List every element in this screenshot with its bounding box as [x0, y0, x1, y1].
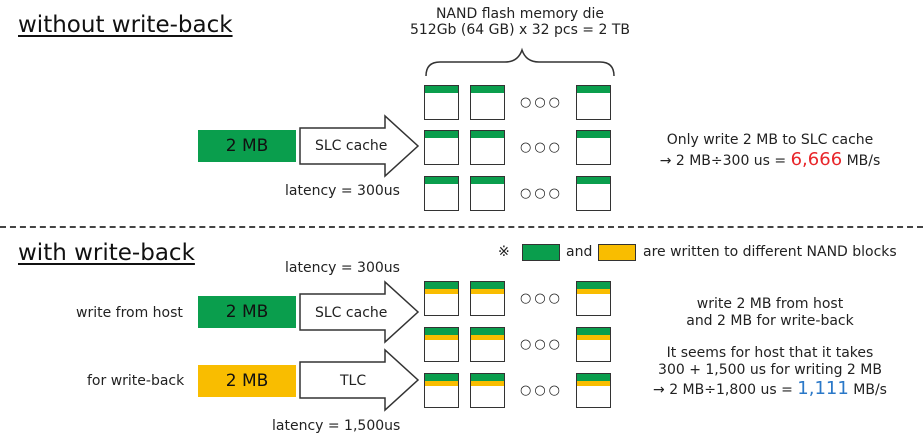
row2-arrow-label: TLC	[340, 373, 367, 389]
nand-block	[470, 373, 505, 408]
nand-block	[470, 85, 505, 120]
green-stripe	[577, 86, 610, 93]
heading-with-write-back: with write-back	[18, 240, 195, 266]
green-stripe	[471, 131, 504, 138]
nand-block	[424, 281, 459, 316]
nand-title: NAND flash memory die	[435, 6, 605, 22]
top-throughput-value: 6,666	[790, 149, 843, 170]
top-latency: latency = 300us	[285, 183, 400, 199]
orange-stripe	[577, 289, 610, 294]
top-arrow-label: SLC cache	[315, 138, 388, 154]
row2-label: for write-back	[87, 373, 185, 389]
top-note-line1: Only write 2 MB to SLC cache	[666, 132, 874, 148]
nand-subtitle: 512Gb (64 GB) x 32 pcs = 2 TB	[409, 22, 631, 38]
bottom-note-line4: 300 + 1,500 us for writing 2 MB	[658, 362, 882, 378]
nand-block	[470, 281, 505, 316]
green-stripe	[577, 131, 610, 138]
green-stripe	[471, 177, 504, 184]
row2-data-box: 2 MB	[198, 365, 296, 397]
nand-block	[470, 327, 505, 362]
top-note-line2: → 2 MB÷300 us = 6,666 MB/s	[640, 149, 900, 170]
top-data-box: 2 MB	[198, 130, 296, 162]
legend-green-swatch	[522, 244, 560, 261]
green-stripe	[425, 177, 458, 184]
ellipsis-dots: ○○○	[520, 186, 564, 201]
bottom-note-line1: write 2 MB from host	[696, 296, 844, 312]
ellipsis-dots: ○○○	[520, 95, 564, 110]
bottom-latency-slc: latency = 300us	[285, 260, 400, 276]
ellipsis-dots: ○○○	[520, 291, 564, 306]
orange-stripe	[471, 381, 504, 386]
heading-without-write-back: without write-back	[18, 12, 233, 38]
row1-arrow-label: SLC cache	[315, 305, 388, 321]
orange-stripe	[471, 289, 504, 294]
nand-block	[470, 176, 505, 211]
nand-block	[424, 130, 459, 165]
bottom-note-line5-suffix: MB/s	[848, 382, 887, 398]
bottom-tlc-arrow-shape	[299, 348, 420, 412]
green-stripe	[471, 374, 504, 381]
green-stripe	[471, 86, 504, 93]
orange-stripe	[425, 335, 458, 340]
legend-mark: ※	[498, 244, 510, 260]
section-divider	[0, 226, 923, 228]
nand-block	[424, 327, 459, 362]
nand-block	[424, 85, 459, 120]
orange-stripe	[577, 381, 610, 386]
nand-block	[576, 176, 611, 211]
nand-block	[470, 130, 505, 165]
orange-stripe	[425, 289, 458, 294]
bottom-note-line5-prefix: → 2 MB÷1,800 us =	[653, 382, 798, 398]
row1-label: write from host	[76, 305, 183, 321]
legend-orange-swatch	[598, 244, 636, 261]
nand-block	[424, 176, 459, 211]
ellipsis-dots: ○○○	[520, 383, 564, 398]
green-stripe	[425, 282, 458, 289]
orange-stripe	[577, 335, 610, 340]
bottom-note-line5: → 2 MB÷1,800 us = 1,111 MB/s	[640, 378, 900, 399]
green-stripe	[577, 177, 610, 184]
green-stripe	[577, 282, 610, 289]
bottom-note-line2: and 2 MB for write-back	[686, 313, 854, 329]
green-stripe	[425, 86, 458, 93]
bottom-throughput-value: 1,111	[797, 378, 849, 399]
green-stripe	[471, 282, 504, 289]
legend-and: and	[566, 244, 593, 260]
nand-block	[576, 85, 611, 120]
nand-brace	[425, 47, 615, 77]
green-stripe	[425, 374, 458, 381]
green-stripe	[577, 374, 610, 381]
bottom-slc-arrow-shape	[299, 280, 420, 344]
ellipsis-dots: ○○○	[520, 140, 564, 155]
bottom-latency-tlc: latency = 1,500us	[272, 418, 401, 434]
nand-block	[576, 281, 611, 316]
legend-text: are written to different NAND blocks	[643, 244, 897, 260]
green-stripe	[471, 328, 504, 335]
row1-data-box: 2 MB	[198, 296, 296, 328]
top-note-line2-prefix: → 2 MB÷300 us =	[659, 153, 791, 169]
ellipsis-dots: ○○○	[520, 337, 564, 352]
green-stripe	[577, 328, 610, 335]
green-stripe	[425, 131, 458, 138]
green-stripe	[425, 328, 458, 335]
nand-block	[576, 373, 611, 408]
bottom-note-line3: It seems for host that it takes	[666, 345, 874, 361]
top-slc-arrow-shape	[299, 114, 420, 178]
orange-stripe	[425, 381, 458, 386]
top-note-line2-suffix: MB/s	[842, 153, 881, 169]
orange-stripe	[471, 335, 504, 340]
nand-block	[424, 373, 459, 408]
nand-block	[576, 327, 611, 362]
nand-block	[576, 130, 611, 165]
